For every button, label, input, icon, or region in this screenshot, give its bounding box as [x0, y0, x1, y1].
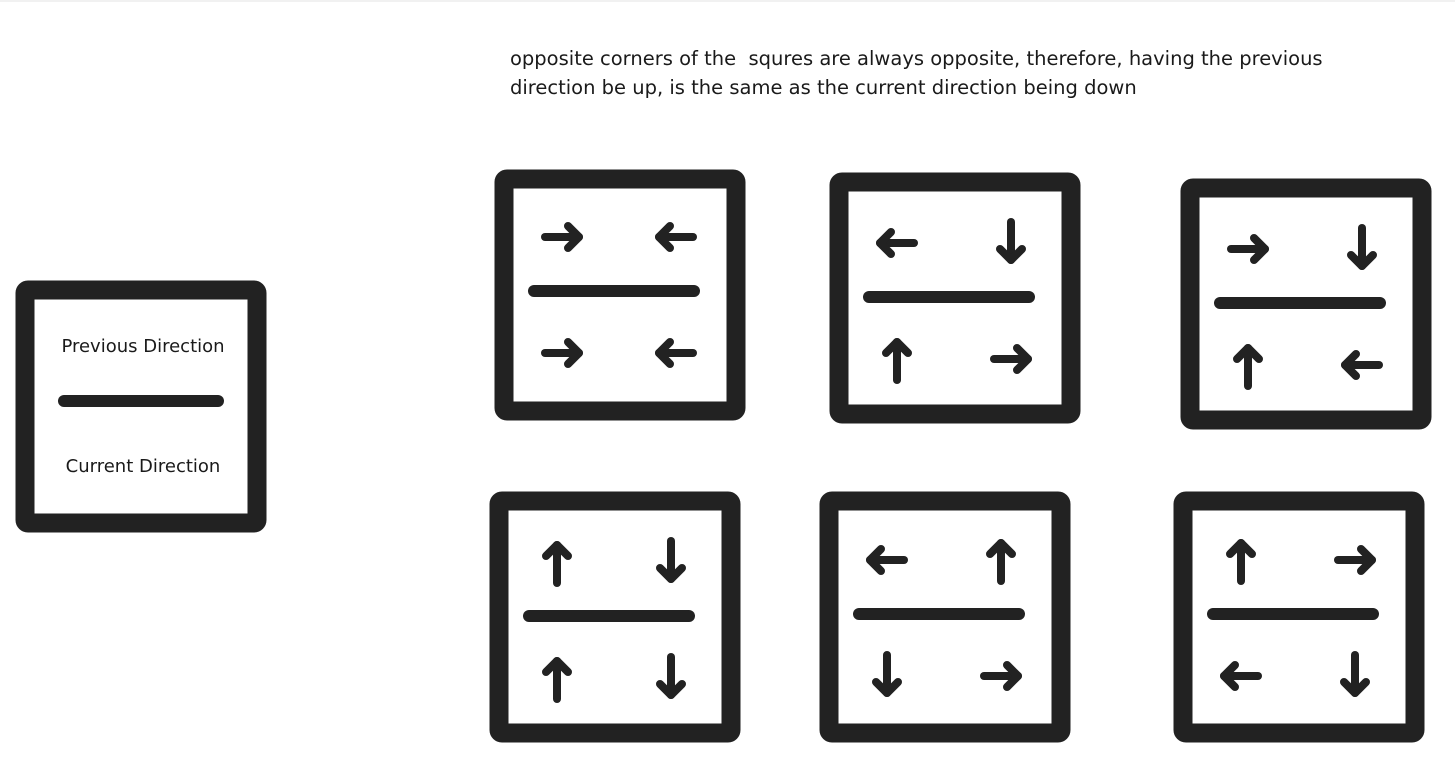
- direction-squares: [489, 169, 1432, 743]
- arrow-down-icon: [1347, 224, 1377, 270]
- arrow-head: [882, 338, 912, 357]
- arrow-up-icon: [1233, 344, 1263, 390]
- direction-square-5: [819, 491, 1071, 743]
- legend-square: [15, 280, 267, 533]
- square-border: [829, 172, 1081, 424]
- arrow-right-icon: [980, 661, 1022, 691]
- direction-square-1: [494, 169, 746, 421]
- arrow-up-icon: [986, 539, 1016, 585]
- arrow-head: [872, 678, 902, 697]
- arrow-head: [1250, 234, 1269, 264]
- arrow-left-icon: [866, 545, 908, 575]
- arrow-head: [876, 228, 895, 258]
- arrow-head: [996, 245, 1026, 264]
- arrow-up-icon: [882, 338, 912, 384]
- arrow-head: [1226, 539, 1256, 558]
- square-border: [1180, 178, 1432, 430]
- arrow-up-icon: [542, 657, 572, 703]
- arrow-right-icon: [990, 344, 1032, 374]
- arrow-head: [866, 545, 885, 575]
- note-line-1: opposite corners of the squres are alway…: [510, 47, 1323, 70]
- arrow-head: [656, 564, 686, 583]
- arrow-left-icon: [1220, 661, 1262, 691]
- arrow-up-icon: [1226, 539, 1256, 585]
- direction-square-6: [1173, 491, 1425, 743]
- arrow-right-icon: [541, 222, 583, 252]
- arrow-left-icon: [655, 222, 697, 252]
- arrow-head: [1013, 344, 1032, 374]
- arrow-head: [1341, 350, 1360, 380]
- arrow-head: [1003, 661, 1022, 691]
- arrow-left-icon: [655, 338, 697, 368]
- arrow-down-icon: [1340, 651, 1370, 697]
- arrow-right-icon: [1334, 545, 1376, 575]
- arrow-head: [1220, 661, 1239, 691]
- arrow-down-icon: [872, 651, 902, 697]
- explanation-note: opposite corners of the squres are alway…: [510, 44, 1330, 102]
- direction-square-2: [829, 172, 1081, 424]
- arrow-right-icon: [541, 338, 583, 368]
- arrow-head: [655, 222, 674, 252]
- arrow-head: [1340, 678, 1370, 697]
- square-border: [494, 169, 746, 421]
- arrow-head: [1357, 545, 1376, 575]
- arrow-down-icon: [996, 218, 1026, 264]
- note-line-2: direction be up, is the same as the curr…: [510, 76, 1137, 99]
- legend-previous-label: Previous Direction: [61, 336, 225, 357]
- legend-current-label: Current Direction: [65, 456, 221, 477]
- arrow-down-icon: [656, 537, 686, 583]
- arrow-head: [1233, 344, 1263, 363]
- arrow-up-icon: [542, 541, 572, 587]
- arrow-right-icon: [1227, 234, 1269, 264]
- arrow-head: [542, 541, 572, 560]
- arrow-head: [655, 338, 674, 368]
- arrow-left-icon: [876, 228, 918, 258]
- arrow-head: [564, 338, 583, 368]
- arrow-left-icon: [1341, 350, 1383, 380]
- square-border: [819, 491, 1071, 743]
- square-border: [489, 491, 741, 743]
- arrow-head: [564, 222, 583, 252]
- direction-square-4: [489, 491, 741, 743]
- arrow-head: [986, 539, 1016, 558]
- square-border: [1173, 491, 1425, 743]
- arrow-down-icon: [656, 653, 686, 699]
- legend-square-border: [15, 280, 267, 533]
- direction-square-3: [1180, 178, 1432, 430]
- arrow-head: [542, 657, 572, 676]
- arrow-head: [656, 680, 686, 699]
- arrow-head: [1347, 251, 1377, 270]
